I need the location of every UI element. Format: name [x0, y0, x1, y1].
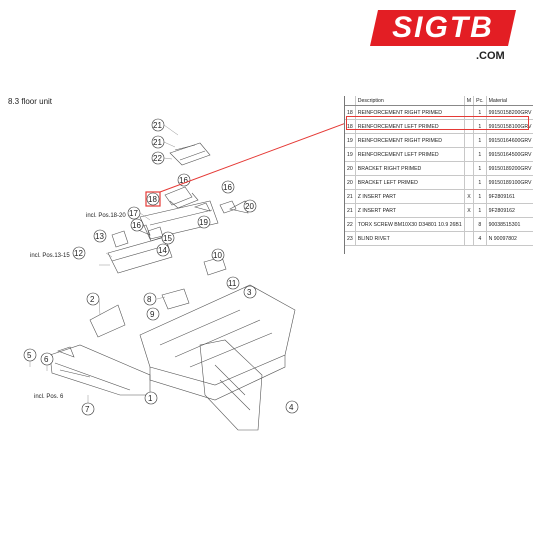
callout-3[interactable]: 3	[243, 285, 257, 299]
part-bracket-15	[147, 226, 164, 242]
logo-badge	[370, 10, 516, 46]
callout-bubbles: 21 21 22 16 18 17 16 20 13 16 15 14 19 1…	[23, 118, 299, 416]
svg-text:3: 3	[247, 288, 252, 297]
svg-text:17: 17	[129, 209, 138, 218]
callout-22[interactable]: 22	[151, 151, 165, 165]
callout-9[interactable]: 9	[146, 307, 160, 321]
svg-text:16: 16	[179, 176, 188, 185]
svg-text:12: 12	[74, 249, 83, 258]
part-bracket-18	[164, 186, 193, 206]
table-divider	[344, 96, 345, 254]
part-bracket-16-right	[219, 200, 237, 214]
callout-1[interactable]: 1	[144, 391, 158, 405]
label-incl-6: incl. Pos. 6	[34, 394, 64, 400]
svg-text:2: 2	[90, 295, 95, 304]
part-beam-17	[139, 200, 219, 240]
svg-text:6: 6	[44, 355, 49, 364]
highlight-connector	[159, 122, 345, 193]
callout-20[interactable]: 20	[243, 199, 257, 213]
svg-text:5: 5	[27, 351, 32, 360]
svg-text:4: 4	[289, 403, 294, 412]
callout-14[interactable]: 14	[156, 243, 170, 257]
parts-diagram: 21 21 22 16 18 17 16 20 13 16 15 14 19 1…	[23, 118, 345, 431]
svg-text:15: 15	[163, 234, 172, 243]
callout-8[interactable]: 8	[143, 292, 157, 306]
callout-10[interactable]: 10	[211, 248, 225, 262]
svg-text:14: 14	[158, 246, 167, 255]
svg-text:19: 19	[199, 218, 208, 227]
callout-11[interactable]: 11	[226, 276, 240, 290]
section-title: 8.3 floor unit	[8, 97, 53, 106]
callout-6[interactable]: 6	[40, 352, 54, 366]
label-incl-13-15: incl. Pos.13-15	[30, 253, 70, 259]
svg-text:1: 1	[148, 394, 153, 403]
part-pillar-4	[199, 339, 263, 431]
svg-text:10: 10	[213, 251, 222, 260]
callout-16[interactable]: 16	[177, 173, 191, 187]
part-bracket-5	[57, 346, 75, 358]
callout-16[interactable]: 16	[130, 218, 144, 232]
part-bracket-16	[194, 202, 211, 212]
col-pos	[345, 96, 356, 106]
svg-text:11: 11	[228, 279, 237, 288]
callout-18[interactable]: 18	[145, 191, 161, 207]
callout-5[interactable]: 5	[23, 348, 37, 362]
part-bracket-13	[111, 230, 129, 248]
callout-21[interactable]: 21	[151, 118, 165, 132]
svg-text:21: 21	[153, 138, 162, 147]
callout-19[interactable]: 19	[197, 215, 211, 229]
callout-12[interactable]: 12	[72, 246, 86, 260]
svg-text:16: 16	[132, 221, 141, 230]
svg-text:7: 7	[85, 405, 90, 414]
col-m: M	[463, 96, 474, 106]
table-header-row: Description M Pc. Material	[345, 96, 533, 106]
callout-4[interactable]: 4	[285, 400, 299, 414]
callout-17[interactable]: 17	[127, 206, 141, 220]
svg-text:16: 16	[223, 183, 232, 192]
callout-15[interactable]: 15	[161, 231, 175, 245]
logo-text: SIGTB	[392, 11, 494, 44]
label-incl-18-20: incl. Pos.18-20	[86, 213, 126, 219]
row-highlight-box	[346, 116, 529, 130]
callout-16[interactable]: 16	[221, 180, 235, 194]
site-logo[interactable]: SIGTB .COM	[370, 10, 520, 62]
svg-text:20: 20	[245, 202, 254, 211]
callout-13[interactable]: 13	[93, 229, 107, 243]
part-frame-rail	[49, 344, 151, 396]
part-sill-2	[89, 304, 126, 338]
callout-7[interactable]: 7	[81, 402, 95, 416]
callout-21[interactable]: 21	[151, 135, 165, 149]
svg-text:21: 21	[153, 121, 162, 130]
part-floor-pan	[139, 284, 296, 386]
svg-text:18: 18	[148, 195, 157, 204]
part-bracket-8	[161, 288, 190, 310]
callout-2[interactable]: 2	[86, 292, 100, 306]
col-description: Description	[354, 96, 465, 106]
col-material: Material	[485, 96, 533, 106]
col-qty: Pc.	[473, 96, 487, 106]
svg-text:9: 9	[150, 310, 155, 319]
svg-text:13: 13	[95, 232, 104, 241]
svg-text:22: 22	[153, 154, 162, 163]
part-beam-12	[107, 236, 173, 274]
svg-text:8: 8	[147, 295, 152, 304]
logo-domain: .COM	[476, 50, 505, 62]
